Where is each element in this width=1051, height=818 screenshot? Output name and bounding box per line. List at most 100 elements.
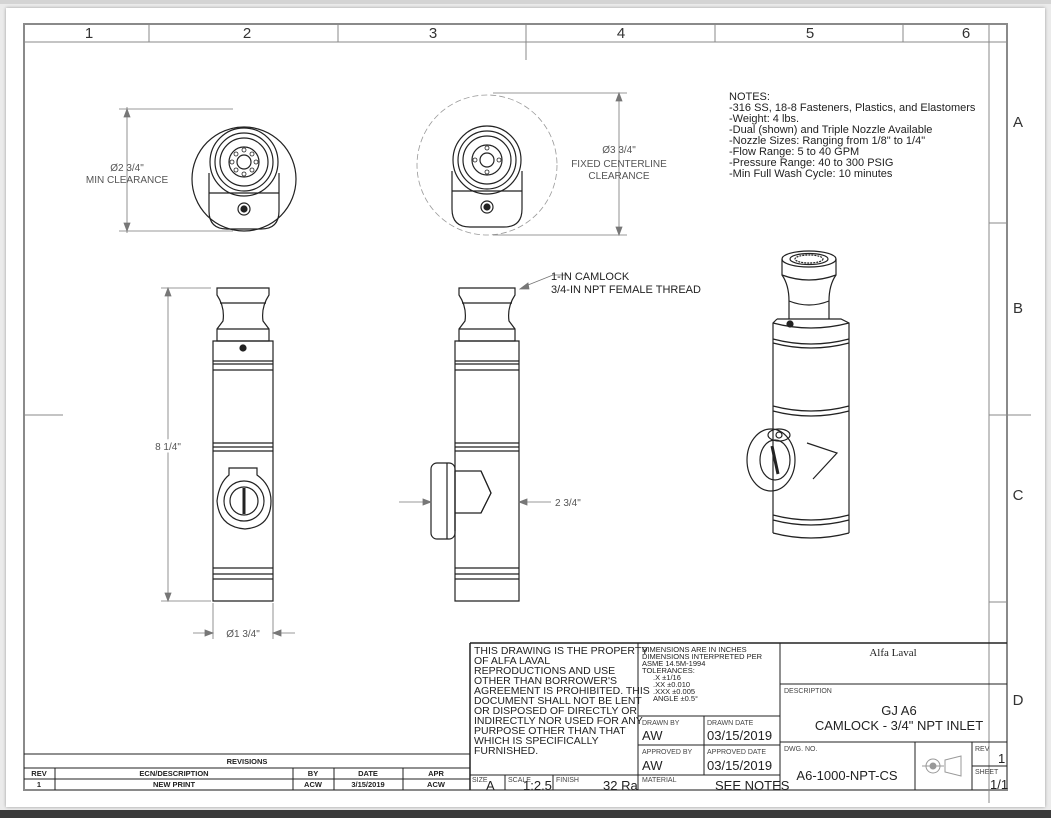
- dwg-no: A6-1000-NPT-CS: [796, 768, 897, 783]
- property-line: OF ALFA LAVAL: [474, 655, 550, 667]
- property-line: WHICH IS SPECIFICALLY: [474, 735, 599, 747]
- zone-col-1: 1: [85, 25, 93, 42]
- description-line1: GJ A6: [881, 703, 916, 718]
- offset-width: 2 3/4": [555, 498, 581, 509]
- zone-dividers: [24, 24, 1031, 803]
- drawing-frame: 1 2 3 4 5 6 A B C D: [23, 23, 1032, 803]
- description-label: DESCRIPTION: [784, 688, 832, 695]
- scale-value: 1:2.5: [523, 778, 552, 793]
- overall-length: 8 1/4": [155, 442, 181, 453]
- tolerance-line: .X ±1/16: [653, 673, 681, 682]
- tolerance-line: ASME 14.5M-1994: [642, 659, 705, 668]
- company-name: Alfa Laval: [869, 647, 916, 659]
- property-line: FURNISHED.: [474, 745, 538, 757]
- camlock-leader: [518, 274, 567, 290]
- tolerance-line: TOLERANCES:: [642, 666, 695, 675]
- revisions-cell: NEW PRINT: [153, 780, 196, 789]
- fixed-centerline-label-1: FIXED CENTERLINE: [571, 159, 667, 170]
- tolerance-line: .XX ±0.010: [653, 680, 690, 689]
- approved-by: AW: [642, 758, 663, 773]
- dim-fixed-centerline: [493, 91, 627, 237]
- drawn-by-label: DRAWN BY: [642, 720, 680, 727]
- tolerance-line: DIMENSIONS ARE IN INCHES: [642, 645, 747, 654]
- dim-min-clearance: [119, 107, 233, 233]
- callout-line1: 1-IN CAMLOCK: [551, 271, 630, 283]
- notes-line: -Weight: 4 lbs.: [729, 113, 799, 125]
- zone-col-2: 2: [243, 25, 251, 42]
- property-line: INDIRECTLY NOR USED FOR ANY: [474, 715, 643, 727]
- notes-block: NOTES: -316 SS, 18-8 Fasteners, Plastics…: [729, 91, 976, 180]
- revisions-cell: 1: [37, 780, 41, 789]
- description-line2: CAMLOCK - 3/4" NPT INLET: [815, 718, 983, 733]
- top-view-fixed-centerline: [416, 94, 558, 236]
- approved-date-label: APPROVED DATE: [707, 749, 766, 756]
- notes-line: -316 SS, 18-8 Fasteners, Plastics, and E…: [729, 102, 976, 114]
- approved-date: 03/15/2019: [707, 758, 772, 773]
- material-label: MATERIAL: [642, 777, 677, 784]
- body-dia: Ø1 3/4": [226, 629, 260, 640]
- approved-by-label: APPROVED BY: [642, 749, 693, 756]
- zone-row-c: C: [1013, 487, 1024, 504]
- drawn-date-label: DRAWN DATE: [707, 720, 754, 727]
- revisions-table: [24, 753, 471, 790]
- notes-line: -Flow Range: 5 to 40 GPM: [729, 146, 859, 158]
- notes-line: -Nozzle Sizes: Ranging from 1/8" to 1/4": [729, 135, 925, 147]
- revisions-header-by: BY: [308, 769, 318, 778]
- dim-overall-length: [161, 286, 211, 603]
- border-frame: [23, 23, 1008, 791]
- dim-offset-width: [399, 498, 551, 506]
- revisions-title: REVISIONS: [227, 757, 268, 766]
- finish-value: 32 Ra: [603, 778, 638, 793]
- projection-symbol-icon: [922, 755, 962, 777]
- rev-value: 1: [998, 751, 1005, 766]
- size-label: SIZE: [472, 777, 488, 784]
- notes-line: -Min Full Wash Cycle: 10 minutes: [729, 168, 893, 180]
- fixed-centerline-label-2: CLEARANCE: [588, 171, 649, 182]
- revisions-header-rev: REV: [31, 769, 46, 778]
- zone-col-5: 5: [806, 25, 814, 42]
- min-clearance-label: MIN CLEARANCE: [86, 175, 169, 186]
- revisions-cell: ACW: [427, 780, 446, 789]
- sheet-label: SHEET: [975, 769, 999, 776]
- revisions-header-desc: ECN/DESCRIPTION: [139, 769, 208, 778]
- revisions-cell: 3/15/2019: [351, 780, 384, 789]
- min-clearance-dia: Ø2 3/4": [110, 163, 144, 174]
- scale-label: SCALE: [508, 777, 531, 784]
- revisions-cell: ACW: [304, 780, 323, 789]
- revisions-header-date: DATE: [358, 769, 378, 778]
- callout-line2: 3/4-IN NPT FEMALE THREAD: [551, 284, 701, 296]
- property-line: OTHER THAN BORROWER'S: [474, 675, 617, 687]
- drawing-sheet: 1 2 3 4 5 6 A B C D: [6, 8, 1045, 807]
- notes-line: -Pressure Range: 40 to 300 PSIG: [729, 157, 893, 169]
- viewer-top-bar: [0, 0, 1051, 4]
- tolerance-line: ANGLE ±0.5°: [653, 694, 698, 703]
- property-line: OR DISPOSED OF DIRECTLY OR: [474, 705, 637, 717]
- tolerance-line: DIMENSIONS INTERPRETED PER: [642, 652, 763, 661]
- zone-col-6: 6: [962, 25, 970, 42]
- size-value: A: [486, 778, 495, 793]
- property-line: REPRODUCTIONS AND USE: [474, 665, 615, 677]
- tolerance-line: .XXX ±0.005: [653, 687, 695, 696]
- front-view: [212, 287, 274, 602]
- rev-label: REV: [975, 746, 990, 753]
- property-line: AGREEMENT IS PROHIBITED. THIS: [474, 685, 650, 697]
- zone-col-3: 3: [429, 25, 437, 42]
- notes-line: -Dual (shown) and Triple Nozzle Availabl…: [729, 124, 932, 136]
- zone-row-d: D: [1013, 692, 1024, 709]
- zone-row-a: A: [1013, 114, 1023, 131]
- finish-label: FINISH: [556, 777, 579, 784]
- title-block-grid: [469, 642, 1007, 790]
- property-line: THIS DRAWING IS THE PROPERTY: [474, 645, 648, 657]
- sheet-value: 1/1: [990, 777, 1008, 792]
- dwg-no-label: DWG. NO.: [784, 746, 817, 753]
- property-line: DOCUMENT SHALL NOT BE LENT: [474, 695, 642, 707]
- revisions-header-apr: APR: [428, 769, 444, 778]
- dim-body-dia: [193, 603, 295, 639]
- notes-heading: NOTES:: [729, 91, 770, 103]
- isometric-view: [746, 250, 850, 539]
- zone-row-b: B: [1013, 300, 1023, 317]
- top-view-min-clearance: [191, 126, 297, 232]
- fixed-centerline-dia: Ø3 3/4": [602, 145, 636, 156]
- drawn-by: AW: [642, 728, 663, 743]
- material-value: SEE NOTES: [715, 778, 790, 793]
